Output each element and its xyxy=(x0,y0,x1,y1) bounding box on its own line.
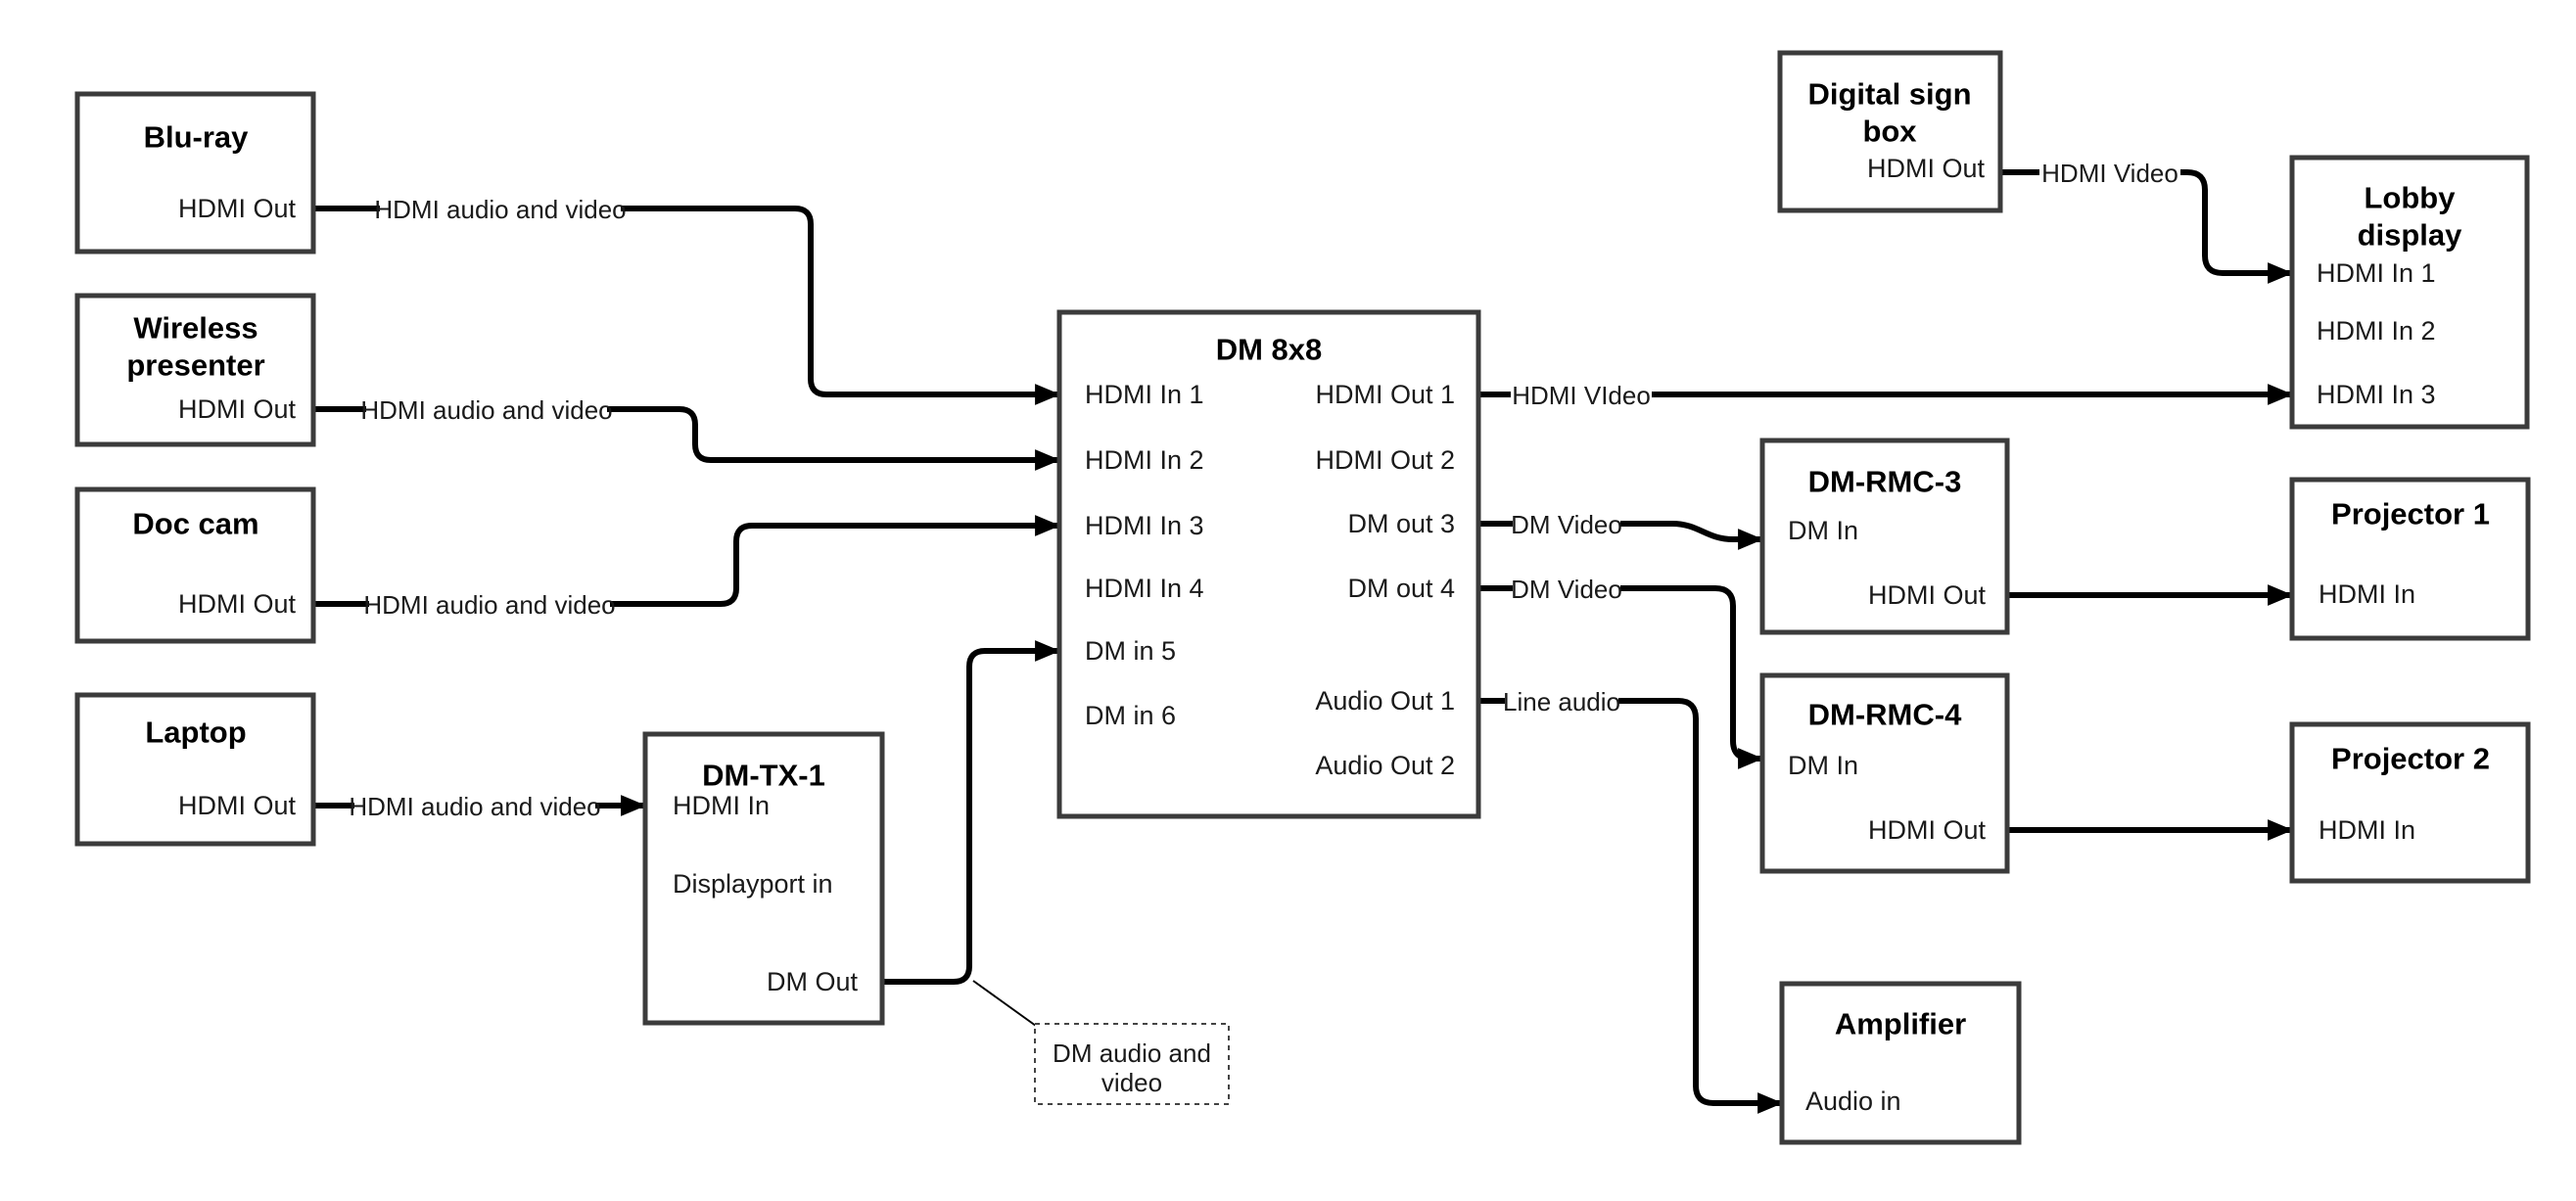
node-dm-tx-1-title: DM-TX-1 xyxy=(702,759,825,793)
node-lobby-display-port-hdmi-in-2: HDMI In 2 xyxy=(2317,316,2436,346)
edge-dm8x8-out3-to-rmc3-dmin xyxy=(1478,521,1764,550)
node-amplifier-port-audio-in: Audio in xyxy=(1805,1086,1901,1116)
node-digital-sign-box: Digital sign box HDMI Out xyxy=(1777,50,2003,213)
edge-label-bluray-text: HDMI audio and video xyxy=(374,195,626,224)
node-dm-8x8-title: DM 8x8 xyxy=(1216,333,1323,367)
node-dm-rmc-4: DM-RMC-4 DM In HDMI Out xyxy=(1759,672,2010,874)
node-laptop: Laptop HDMI Out xyxy=(74,692,316,847)
node-dm-8x8-port-hdmi-in-1: HDMI In 1 xyxy=(1085,380,1204,409)
node-wireless-presenter-port-hdmi-out: HDMI Out xyxy=(178,394,297,424)
edge-wireless-to-dm8x8-in2 xyxy=(313,406,1061,471)
edge-label-dm-video-out4-text: DM Video xyxy=(1511,575,1622,604)
callout-leader-line xyxy=(972,980,1037,1027)
node-dm-tx-1-port-displayport-in: Displayport in xyxy=(673,869,833,899)
edge-label-wireless-text: HDMI audio and video xyxy=(360,395,612,425)
node-laptop-title: Laptop xyxy=(145,716,246,750)
node-digital-sign-box-title-line1: Digital sign xyxy=(1807,77,1971,112)
edge-label-hdmi-video-out1-text: HDMI VIdeo xyxy=(1512,381,1651,410)
edge-label-hdmi-video-out1: HDMI VIdeo xyxy=(1511,378,1652,411)
node-lobby-display-port-hdmi-in-1: HDMI In 1 xyxy=(2317,258,2436,288)
edge-label-line-audio-text: Line audio xyxy=(1503,687,1620,716)
edge-dm8x8-audio1-to-amplifier xyxy=(1478,698,1784,1114)
node-dm-8x8-port-hdmi-in-2: HDMI In 2 xyxy=(1085,445,1204,475)
edge-label-dm-video-out4: DM Video xyxy=(1511,572,1622,605)
edge-dmtx-dmout-to-dm8x8-in5 xyxy=(882,640,1061,985)
edge-label-dm-video-out3-text: DM Video xyxy=(1511,510,1622,539)
node-projector-2: Projector 2 HDMI In xyxy=(2289,721,2531,884)
edge-label-sign-hdmi-video-text: HDMI Video xyxy=(2041,159,2178,188)
node-projector-1: Projector 1 HDMI In xyxy=(2289,477,2531,641)
edge-label-doccam: HDMI audio and video xyxy=(363,587,616,621)
node-dm-8x8-port-dm-in-5: DM in 5 xyxy=(1085,636,1176,666)
node-dm-rmc-4-title: DM-RMC-4 xyxy=(1808,698,1962,732)
node-doc-cam-title: Doc cam xyxy=(132,507,258,541)
node-dm-tx-1: DM-TX-1 HDMI In Displayport in DM Out xyxy=(642,731,885,1026)
callout-dm-audio-video-line1: DM audio and xyxy=(1053,1039,1211,1068)
edge-label-doccam-text: HDMI audio and video xyxy=(363,590,615,620)
node-amplifier-title: Amplifier xyxy=(1835,1007,1966,1041)
node-lobby-display: Lobby display HDMI In 1 HDMI In 2 HDMI I… xyxy=(2289,155,2530,430)
node-dm-8x8-port-dm-out-3: DM out 3 xyxy=(1347,509,1455,538)
node-doc-cam: Doc cam HDMI Out xyxy=(74,486,316,644)
callout-dm-audio-video-line2: video xyxy=(1101,1068,1162,1097)
node-dm-rmc-4-port-dm-in: DM In xyxy=(1788,751,1858,780)
node-digital-sign-box-title-line2: box xyxy=(1862,115,1917,149)
node-dm-8x8-port-dm-in-6: DM in 6 xyxy=(1085,701,1176,730)
edge-sign-to-lobby-in1 xyxy=(2000,169,2294,284)
node-dm-rmc-4-port-hdmi-out: HDMI Out xyxy=(1868,815,1987,845)
edge-labels: HDMI audio and video HDMI audio and vide… xyxy=(349,156,2180,822)
edge-dm8x8-out4-to-rmc4-dmin xyxy=(1478,585,1764,769)
callout-dm-audio-video: DM audio and video xyxy=(1034,1023,1230,1105)
node-projector-2-title: Projector 2 xyxy=(2331,742,2490,776)
edge-label-wireless: HDMI audio and video xyxy=(360,393,613,426)
node-dm-8x8-port-audio-out-2: Audio Out 2 xyxy=(1315,751,1455,780)
node-dm-8x8: DM 8x8 HDMI In 1 HDMI In 2 HDMI In 3 HDM… xyxy=(1056,309,1481,819)
edge-bluray-to-dm8x8-in1 xyxy=(313,206,1061,405)
node-laptop-port-hdmi-out: HDMI Out xyxy=(178,791,297,820)
node-wireless-presenter-title-line1: Wireless xyxy=(133,311,258,346)
node-amplifier: Amplifier Audio in xyxy=(1779,981,2022,1145)
node-blu-ray-port-hdmi-out: HDMI Out xyxy=(178,194,297,223)
node-blu-ray-title: Blu-ray xyxy=(144,120,250,155)
node-wireless-presenter-title-line2: presenter xyxy=(126,348,264,383)
edge-label-sign-hdmi-video: HDMI Video xyxy=(2039,156,2180,189)
node-projector-1-title: Projector 1 xyxy=(2331,497,2490,531)
edge-label-dm-video-out3: DM Video xyxy=(1511,507,1622,540)
node-projector-1-port-hdmi-in: HDMI In xyxy=(2318,579,2415,609)
node-dm-8x8-port-hdmi-in-4: HDMI In 4 xyxy=(1085,574,1204,603)
node-dm-tx-1-port-dm-out: DM Out xyxy=(767,967,859,996)
edge-doccam-to-dm8x8-in3 xyxy=(313,515,1061,607)
node-dm-8x8-port-dm-out-4: DM out 4 xyxy=(1347,574,1455,603)
node-doc-cam-port-hdmi-out: HDMI Out xyxy=(178,589,297,619)
node-dm-rmc-3-port-hdmi-out: HDMI Out xyxy=(1868,580,1987,610)
node-wireless-presenter: Wireless presenter HDMI Out xyxy=(74,293,316,447)
node-digital-sign-box-port-hdmi-out: HDMI Out xyxy=(1867,154,1986,183)
node-lobby-display-title-line2: display xyxy=(2358,218,2463,253)
node-projector-2-port-hdmi-in: HDMI In xyxy=(2318,815,2415,845)
edge-label-laptop-text: HDMI audio and video xyxy=(349,792,600,821)
edge-label-line-audio: Line audio xyxy=(1503,684,1620,717)
node-dm-rmc-3-title: DM-RMC-3 xyxy=(1808,465,1962,499)
node-blu-ray: Blu-ray HDMI Out xyxy=(74,91,316,254)
node-dm-8x8-port-hdmi-out-2: HDMI Out 2 xyxy=(1315,445,1455,475)
node-dm-rmc-3: DM-RMC-3 DM In HDMI Out xyxy=(1759,438,2010,635)
node-dm-8x8-port-hdmi-out-1: HDMI Out 1 xyxy=(1315,380,1455,409)
node-dm-8x8-port-audio-out-1: Audio Out 1 xyxy=(1315,686,1455,716)
node-dm-tx-1-port-hdmi-in: HDMI In xyxy=(673,791,770,820)
node-dm-8x8-port-hdmi-in-3: HDMI In 3 xyxy=(1085,511,1204,540)
node-lobby-display-title-line1: Lobby xyxy=(2365,181,2457,215)
edge-label-bluray: HDMI audio and video xyxy=(374,192,627,225)
edge-label-laptop: HDMI audio and video xyxy=(349,789,601,822)
node-lobby-display-port-hdmi-in-3: HDMI In 3 xyxy=(2317,380,2436,409)
node-dm-rmc-3-port-dm-in: DM In xyxy=(1788,516,1858,545)
